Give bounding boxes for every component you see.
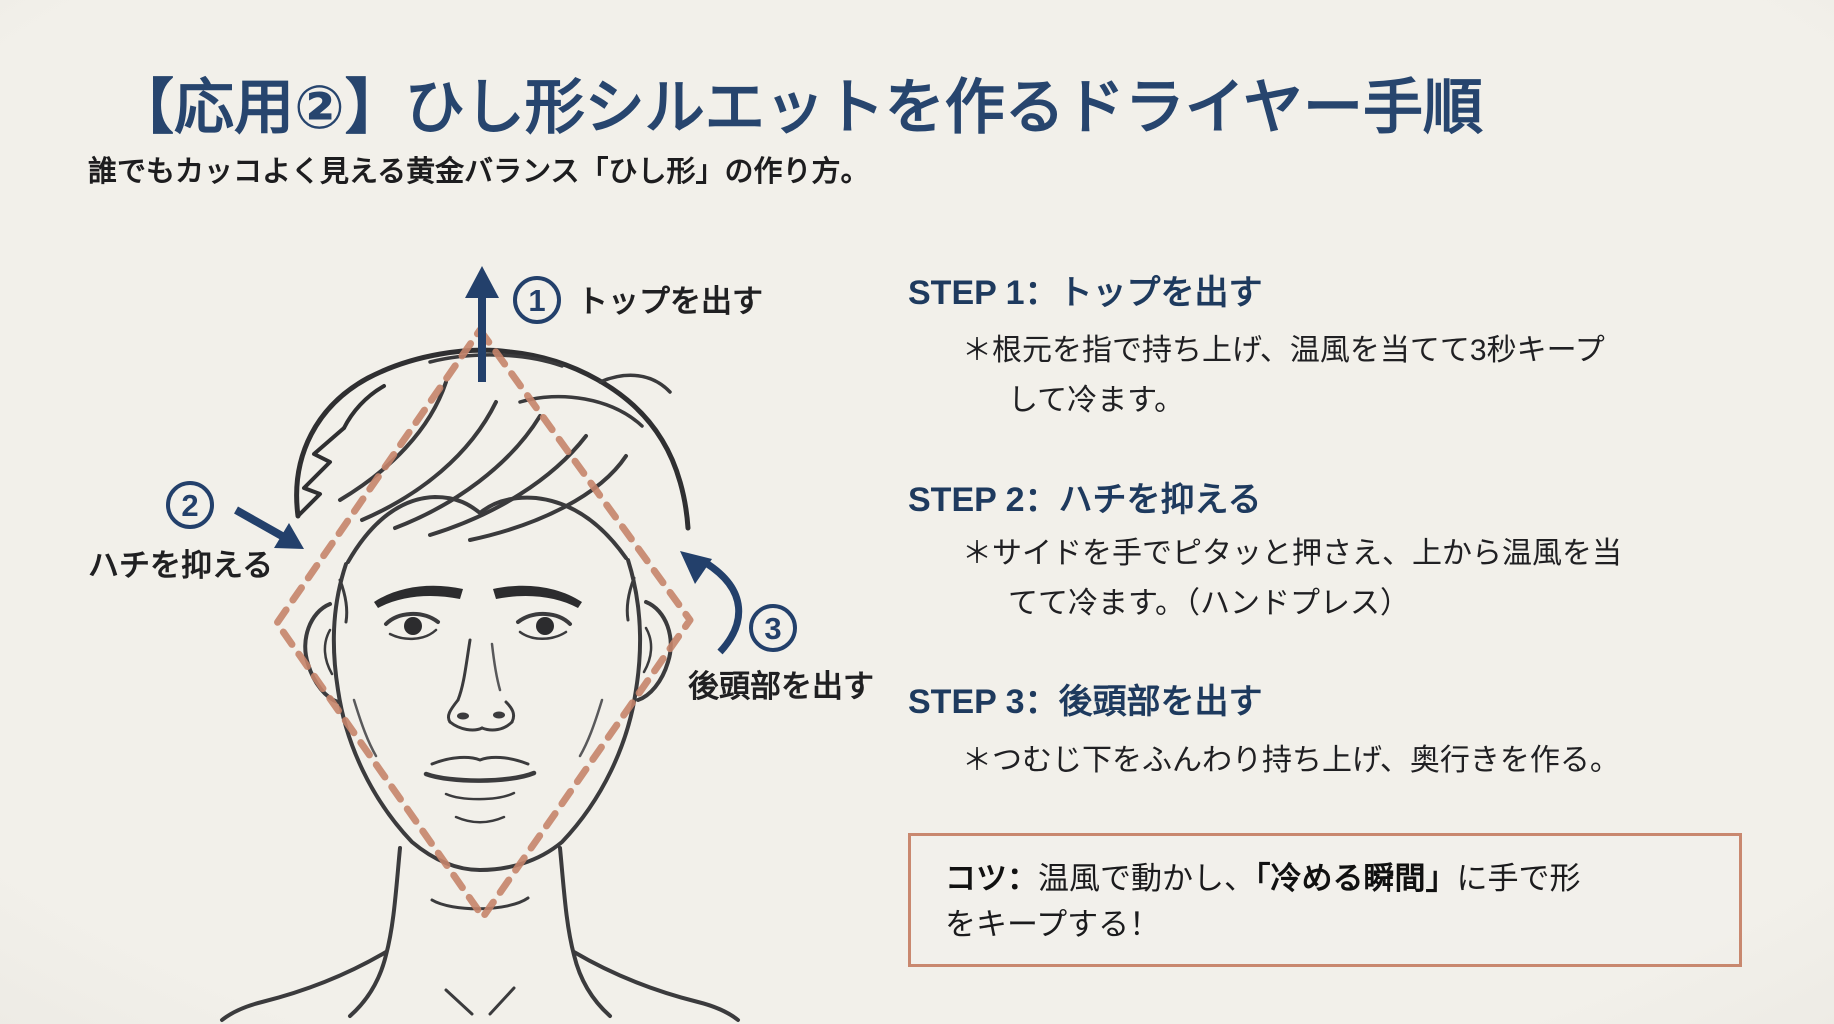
step1-heading: STEP 1：トップを出す	[908, 274, 1263, 312]
step1-note-line2: して冷ます。	[1008, 384, 1185, 417]
circled-number-3: 3	[749, 604, 797, 652]
circled-number-1: 1	[513, 276, 561, 324]
step2-note-line2: てて冷ます。（ハンドプレス）	[1008, 587, 1410, 620]
tip-box: コツ：温風で動かし、「冷める瞬間」に手で形 をキープする！	[908, 833, 1742, 967]
diagram-label-top: トップを出す	[577, 284, 763, 319]
step2-note-line1: ＊サイドを手でピタッと押さえ、上から温風を当	[962, 537, 1622, 570]
mouth	[423, 755, 537, 824]
step1-note-line1: ＊根元を指で持ち上げ、温風を当てて3秒キープ	[962, 334, 1605, 367]
tip-text-after: に手で形	[1456, 861, 1581, 896]
curved-arrow-icon	[680, 551, 743, 655]
svg-text:3: 3	[764, 611, 781, 646]
face-right	[478, 558, 643, 872]
nose	[446, 638, 516, 732]
face-diagram: 1 2 3	[166, 266, 797, 1022]
step3-heading: STEP 3：後頭部を出す	[908, 683, 1263, 721]
hairline	[346, 495, 628, 564]
face-left	[331, 562, 482, 872]
diagram-label-back: 後頭部を出す	[688, 669, 874, 704]
page-title: 【応用②】ひし形シルエットを作るドライヤー手順	[114, 74, 1483, 141]
tip-line2: をキープする！	[945, 907, 1161, 942]
svg-text:1: 1	[528, 283, 545, 318]
page-subtitle: 誰でもカッコよく見える黄金バランス「ひし形」の作り方。	[88, 156, 870, 188]
up-arrow-icon	[465, 266, 499, 382]
diagram-label-side: ハチを抑える	[88, 548, 274, 583]
circled-number-2: 2	[166, 481, 214, 529]
step2-heading: STEP 2：ハチを抑える	[908, 481, 1262, 519]
ears	[303, 600, 673, 704]
down-right-arrow-icon	[234, 506, 304, 549]
tip-text-before: 温風で動かし、	[1038, 861, 1255, 896]
eyebrows	[374, 585, 582, 608]
tip-label: コツ：	[945, 861, 1038, 896]
step3-note-line1: ＊つむじ下をふんわり持ち上げ、奥行きを作る。	[962, 744, 1620, 777]
tip-emphasis: 「冷める瞬間」	[1255, 861, 1457, 896]
cheek-lines	[352, 698, 604, 758]
svg-text:2: 2	[181, 488, 198, 523]
hair	[294, 347, 691, 531]
neck-shoulders	[220, 846, 740, 1022]
eyes	[384, 612, 572, 640]
face-illustration	[220, 347, 740, 1022]
tip-line1: コツ：温風で動かし、「冷める瞬間」に手で形	[945, 856, 1705, 902]
diamond-outline	[273, 326, 694, 921]
